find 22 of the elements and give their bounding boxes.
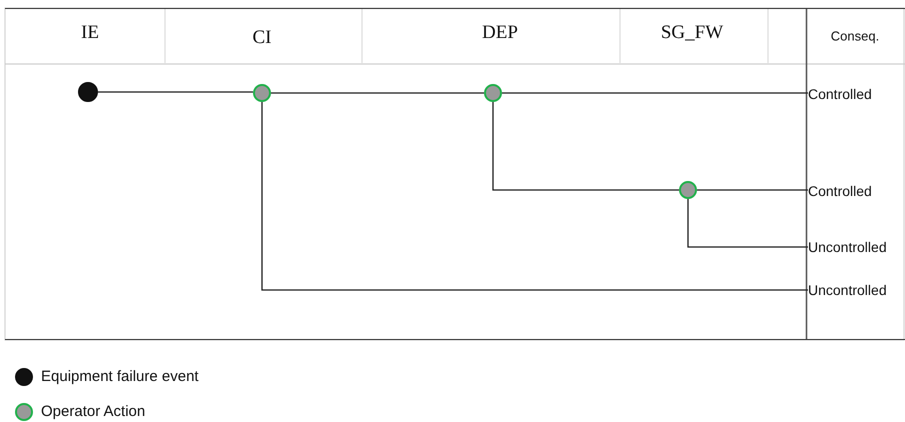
branch-line (687, 199, 808, 248)
event-node (78, 82, 98, 102)
branch-line (502, 92, 808, 94)
outcome-label: Uncontrolled (808, 280, 887, 300)
outcome-label: Uncontrolled (808, 237, 887, 257)
action-node (484, 84, 502, 102)
column-header: IE (81, 20, 99, 45)
column-header: CI (252, 26, 272, 50)
branch-line (261, 102, 808, 291)
branch-line (492, 102, 679, 191)
outcome-label: Controlled (808, 84, 872, 104)
branch-line (98, 91, 253, 93)
column-header: Conseq. (830, 27, 880, 46)
branch-line (271, 92, 484, 94)
action-node (253, 84, 271, 102)
legend-label: Operator Action (41, 402, 146, 422)
branch-line (697, 189, 808, 191)
column-header: DEP (482, 20, 518, 45)
outcome-label: Controlled (808, 181, 872, 201)
action-node (679, 181, 697, 199)
column-header: SG_FW (660, 20, 724, 45)
legend-label: Equipment failure event (41, 367, 199, 387)
